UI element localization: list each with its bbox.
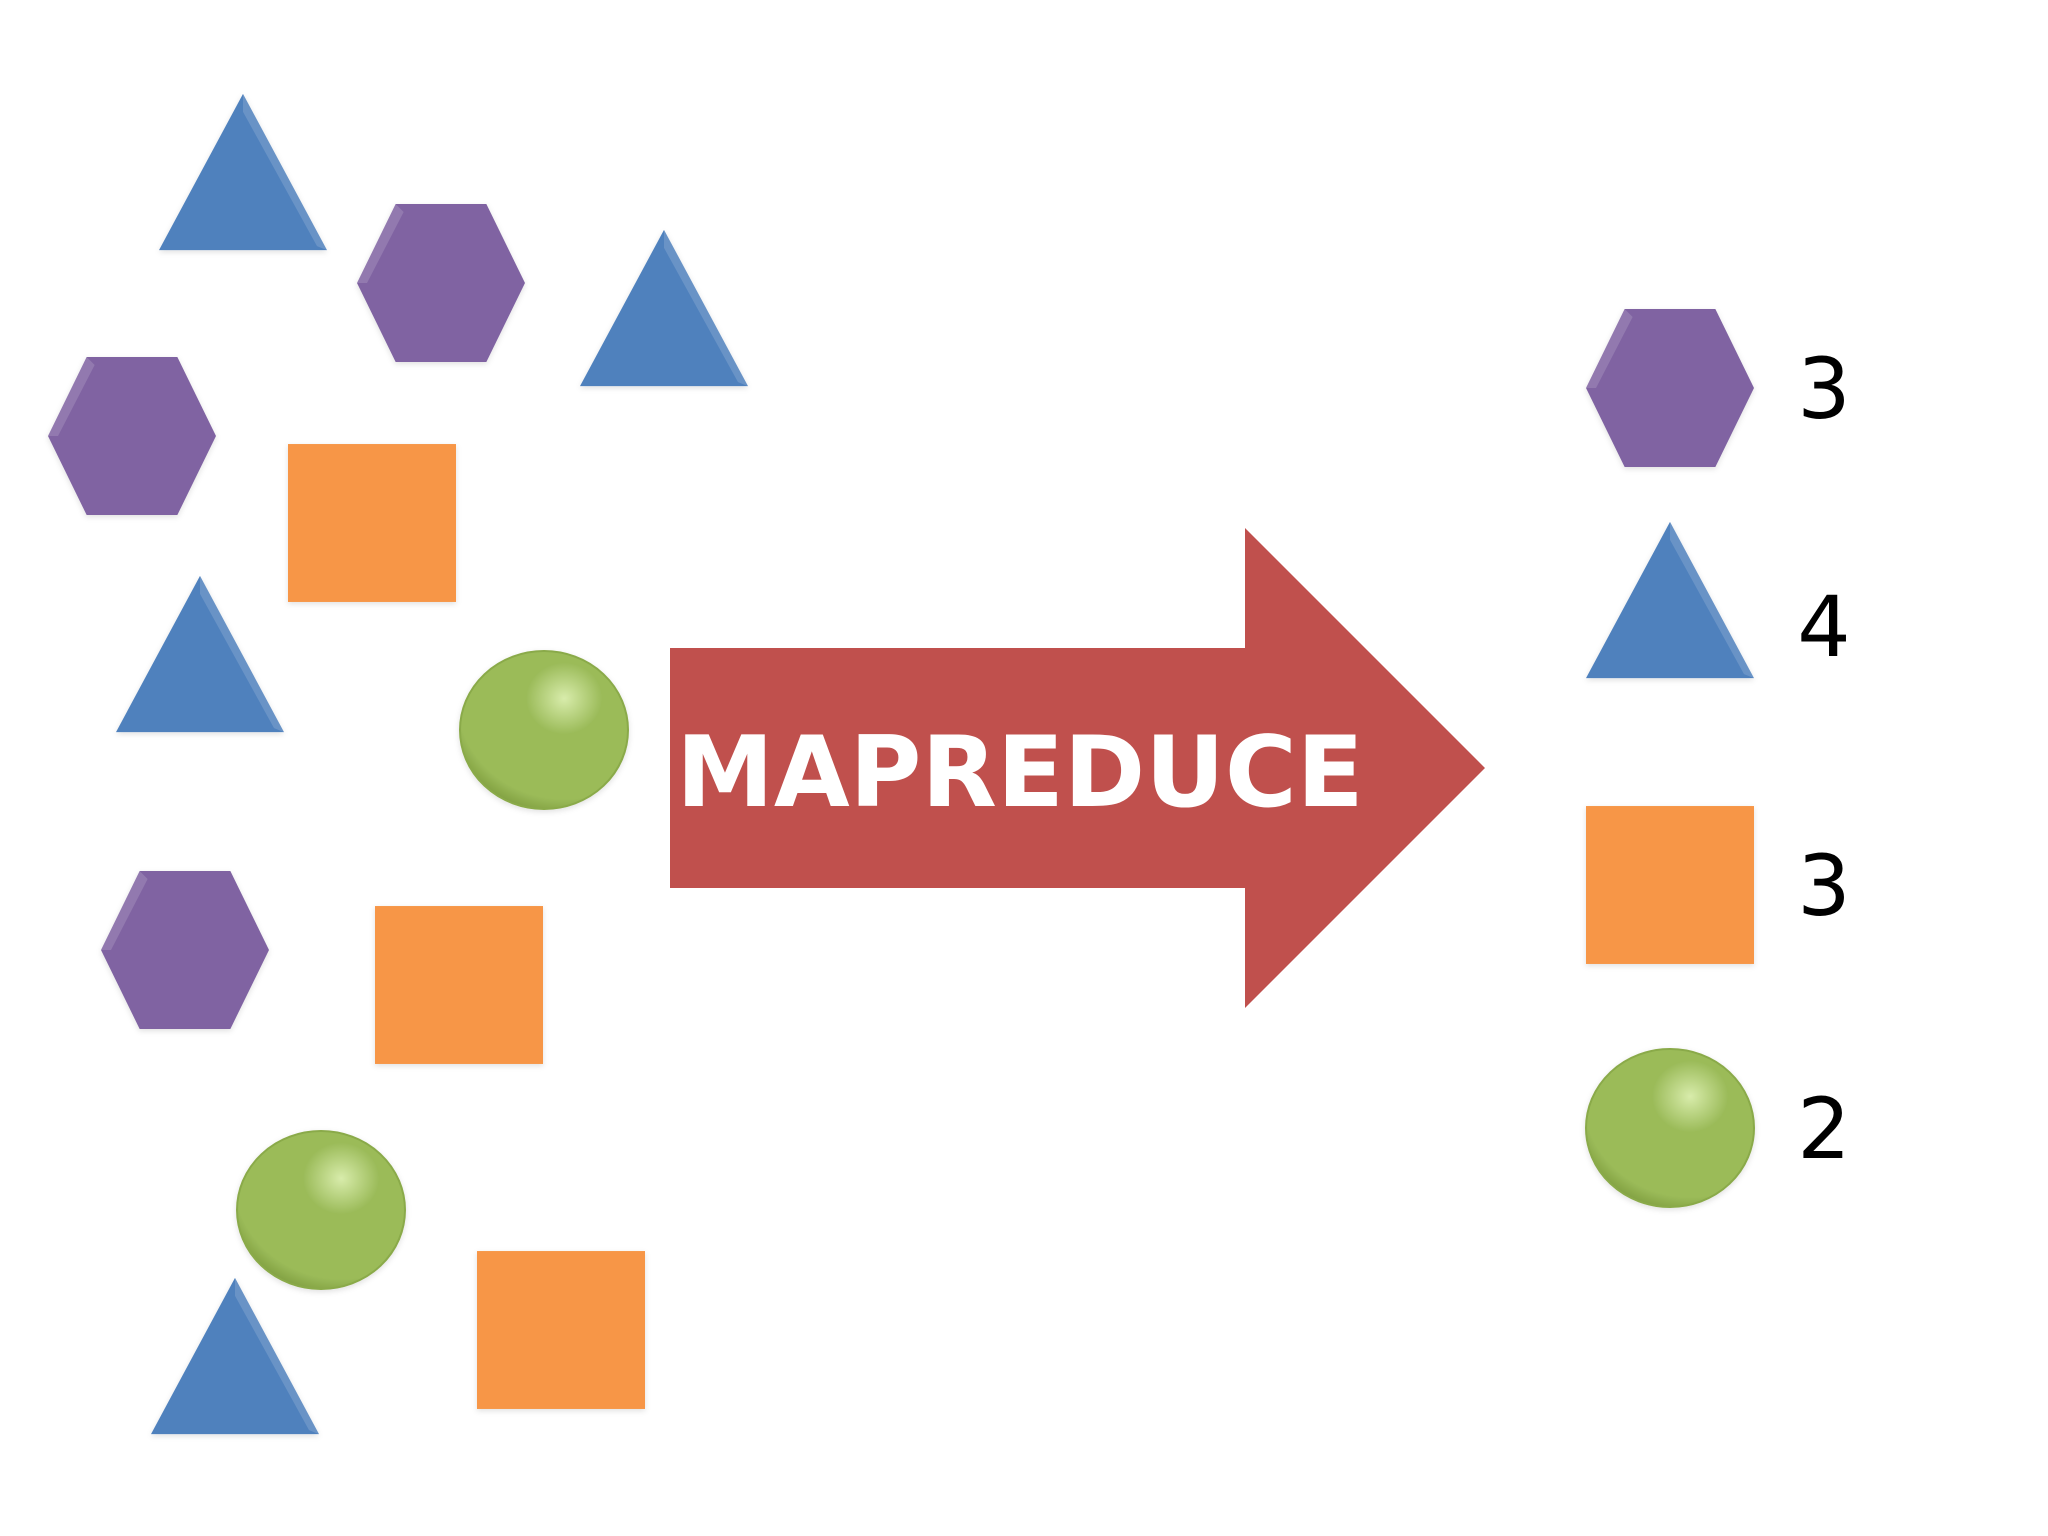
arrow-label: MAPREDUCE bbox=[676, 716, 1363, 830]
result-circle-icon bbox=[1585, 1048, 1755, 1208]
result-triangle-icon bbox=[1586, 521, 1754, 679]
input-hexagon-icon bbox=[101, 871, 269, 1029]
result-count-square: 3 bbox=[1797, 837, 1850, 935]
input-square-icon bbox=[477, 1251, 645, 1409]
result-hexagon-icon bbox=[1586, 309, 1754, 467]
input-hexagon-icon bbox=[357, 204, 525, 362]
input-triangle-icon bbox=[116, 575, 284, 733]
result-counts-group: 3 4 3 2 bbox=[1585, 309, 1851, 1208]
result-count-triangle: 4 bbox=[1797, 578, 1850, 676]
input-circle-icon bbox=[459, 650, 629, 810]
result-count-circle: 2 bbox=[1797, 1080, 1850, 1178]
mapreduce-arrow: MAPREDUCE bbox=[670, 528, 1485, 1008]
input-triangle-icon bbox=[159, 93, 327, 251]
input-hexagon-icon bbox=[48, 357, 216, 515]
result-square-icon bbox=[1586, 806, 1754, 964]
input-circle-icon bbox=[236, 1130, 406, 1290]
input-square-icon bbox=[288, 444, 456, 602]
arrow-shape bbox=[670, 528, 1485, 1008]
input-triangle-icon bbox=[151, 1277, 319, 1435]
input-square-icon bbox=[375, 906, 543, 1064]
input-triangle-icon bbox=[580, 229, 748, 387]
input-shapes-group bbox=[48, 93, 748, 1435]
result-count-hexagon: 3 bbox=[1797, 340, 1850, 438]
